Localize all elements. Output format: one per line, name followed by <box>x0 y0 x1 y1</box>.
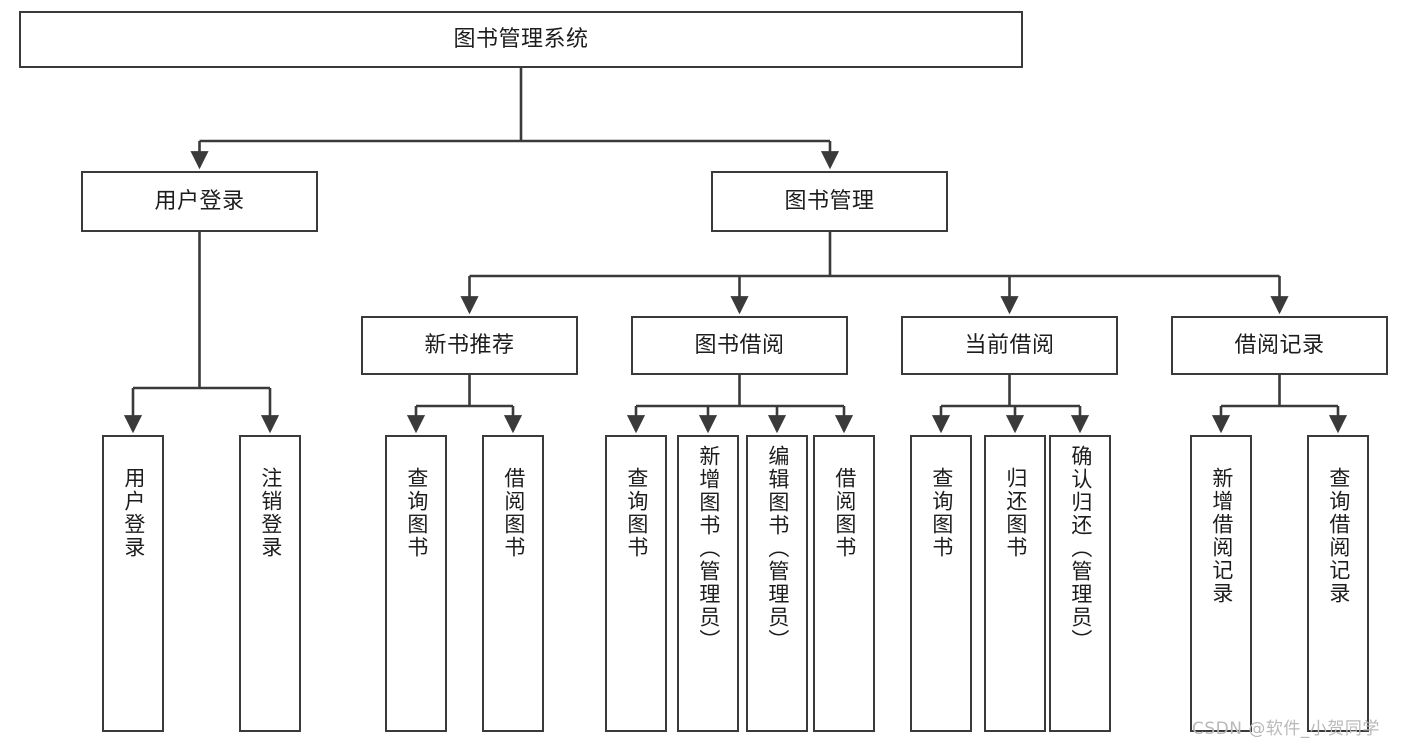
node-leaf-borrow-book-2[interactable]: 借阅图书 <box>813 435 875 732</box>
node-leaf-add-book[interactable]: 新增图书（管理员） <box>677 435 739 732</box>
node-leaf-user-login-label: 用户登录 <box>121 467 146 559</box>
node-leaf-borrow-book-2-label: 借阅图书 <box>832 467 857 559</box>
node-leaf-add-record[interactable]: 新增借阅记录 <box>1190 435 1252 732</box>
node-root-label: 图书管理系统 <box>453 26 589 52</box>
node-leaf-borrow-book-1[interactable]: 借阅图书 <box>482 435 544 732</box>
node-book-borrow-label: 图书借阅 <box>694 332 785 358</box>
node-new-book-recommend-label: 新书推荐 <box>424 332 515 358</box>
node-leaf-confirm-return-label: 确认归还（管理员） <box>1068 445 1093 652</box>
node-leaf-confirm-return[interactable]: 确认归还（管理员） <box>1049 435 1111 732</box>
node-leaf-return-book[interactable]: 归还图书 <box>984 435 1046 732</box>
node-leaf-logout-label: 注销登录 <box>258 467 283 559</box>
node-leaf-user-login[interactable]: 用户登录 <box>102 435 164 732</box>
node-user-login[interactable]: 用户登录 <box>81 171 318 232</box>
csdn-watermark: CSDN @软件_小贺同学 <box>1192 719 1380 739</box>
node-leaf-query-book-2-label: 查询图书 <box>624 467 649 559</box>
node-leaf-query-record[interactable]: 查询借阅记录 <box>1307 435 1369 732</box>
node-borrow-record[interactable]: 借阅记录 <box>1171 316 1388 375</box>
node-book-management-label: 图书管理 <box>784 188 875 214</box>
node-new-book-recommend[interactable]: 新书推荐 <box>361 316 578 375</box>
node-leaf-query-book-1[interactable]: 查询图书 <box>385 435 447 732</box>
node-leaf-return-book-label: 归还图书 <box>1003 467 1028 559</box>
node-leaf-add-record-label: 新增借阅记录 <box>1209 467 1234 605</box>
node-book-borrow[interactable]: 图书借阅 <box>631 316 848 375</box>
node-leaf-query-book-3-label: 查询图书 <box>929 467 954 559</box>
node-leaf-query-book-1-label: 查询图书 <box>404 467 429 559</box>
node-leaf-add-book-label: 新增图书（管理员） <box>696 445 721 652</box>
node-borrow-record-label: 借阅记录 <box>1234 332 1325 358</box>
node-leaf-borrow-book-1-label: 借阅图书 <box>501 467 526 559</box>
node-current-borrow[interactable]: 当前借阅 <box>901 316 1118 375</box>
node-leaf-query-book-3[interactable]: 查询图书 <box>910 435 972 732</box>
node-root[interactable]: 图书管理系统 <box>19 11 1023 68</box>
node-current-borrow-label: 当前借阅 <box>964 332 1055 358</box>
node-leaf-logout[interactable]: 注销登录 <box>239 435 301 732</box>
node-leaf-query-record-label: 查询借阅记录 <box>1326 467 1351 605</box>
node-leaf-edit-book[interactable]: 编辑图书（管理员） <box>746 435 808 732</box>
node-user-login-label: 用户登录 <box>154 188 245 214</box>
node-leaf-edit-book-label: 编辑图书（管理员） <box>765 445 790 652</box>
node-leaf-query-book-2[interactable]: 查询图书 <box>605 435 667 732</box>
node-book-management[interactable]: 图书管理 <box>711 171 948 232</box>
